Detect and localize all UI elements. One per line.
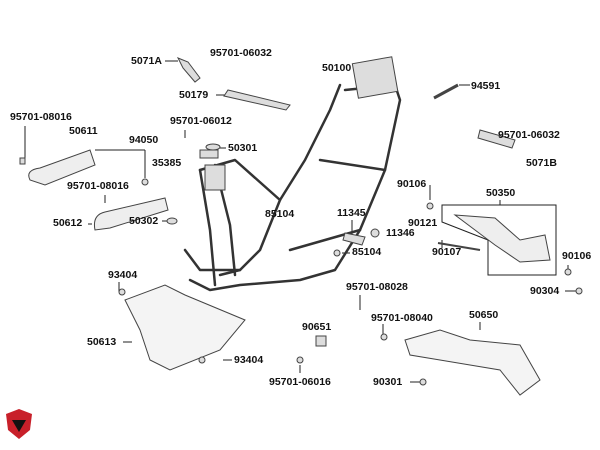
part-label: 50301: [228, 142, 258, 154]
part-label: 5071A: [131, 55, 162, 67]
part-label: 11345: [337, 207, 366, 219]
part-label: 90651: [302, 321, 332, 333]
part-label: 50612: [53, 217, 83, 229]
part-label: 90107: [432, 246, 462, 258]
part-label: 50179: [179, 89, 209, 101]
part-label: 90106: [562, 250, 592, 262]
part-label: 85104: [352, 246, 382, 258]
part-label: 35385: [152, 157, 182, 169]
part-label: 95701-08040: [371, 312, 433, 324]
part-label: 94050: [129, 134, 159, 146]
part-label: 5071B: [526, 157, 557, 169]
part-label: 95701-06032: [498, 129, 560, 141]
part-label: 50611: [69, 125, 98, 137]
part-label: 95701-08028: [346, 281, 408, 293]
part-label: 90106: [397, 178, 427, 190]
part-label: 95701-06032: [210, 47, 272, 59]
part-label: 95701-06012: [170, 115, 232, 127]
part-label: 90304: [530, 285, 560, 297]
part-label: 95701-08016: [67, 180, 129, 192]
part-label: 90301: [373, 376, 403, 388]
part-label: 50350: [486, 187, 516, 199]
part-label: 95701-08016: [10, 111, 72, 123]
part-label: 95701-06016: [269, 376, 331, 388]
brand-logo-icon: [5, 408, 33, 440]
part-label: 50650: [469, 309, 499, 321]
part-label: 93404: [108, 269, 138, 281]
part-label: 85104: [265, 208, 295, 220]
part-label: 50302: [129, 215, 159, 227]
part-label: 50613: [87, 336, 117, 348]
part-label: 50100: [322, 62, 352, 74]
part-label: 90121: [408, 217, 438, 229]
part-label: 93404: [234, 354, 264, 366]
part-label: 94591: [471, 80, 501, 92]
part-label: 11346: [386, 227, 415, 239]
